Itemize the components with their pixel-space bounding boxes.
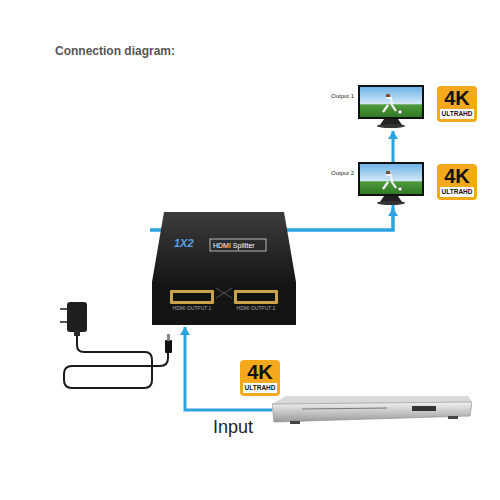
tv-base — [377, 201, 405, 205]
diagram-title: Connection diagram: — [55, 45, 175, 57]
arrow-head — [388, 208, 398, 216]
player-display — [412, 406, 436, 411]
tv-screen — [360, 87, 422, 117]
player-foot — [290, 421, 300, 424]
badge-strip — [440, 109, 474, 119]
ball — [398, 187, 402, 191]
badge-subtext: ULTRAHD — [440, 111, 474, 118]
hdmi-port — [234, 290, 278, 304]
tv-illustration — [358, 162, 428, 208]
source-player: Input — [272, 392, 472, 434]
badge-subtext: ULTRAHD — [243, 385, 277, 392]
player-foot — [448, 416, 458, 419]
badge-strip — [440, 187, 474, 197]
disc-tray — [302, 408, 387, 409]
arrow-head — [388, 131, 398, 139]
player-figure — [383, 98, 396, 112]
hdmi-port-opening — [173, 293, 211, 301]
node-text: 1X2 — [174, 238, 194, 249]
port-label: HDMI OUTPUT 1 — [163, 306, 221, 311]
port-mark — [216, 288, 232, 298]
power-cord — [64, 331, 168, 388]
tv-base — [377, 124, 405, 128]
hdmi-port-opening — [237, 293, 275, 301]
node-text: Output 1 — [331, 93, 354, 99]
badge-background — [437, 164, 477, 200]
player-figure — [383, 175, 396, 189]
dc-plug-tip — [167, 334, 170, 341]
uhd-badge — [437, 86, 477, 122]
uhd-badge — [240, 360, 280, 396]
resolution-badge: 4K — [437, 88, 477, 108]
resolution-badge: 4K — [240, 362, 280, 382]
tv-frame — [358, 162, 424, 196]
tv-illustration — [358, 85, 428, 131]
node-text: Output 2 — [331, 170, 354, 176]
badge-subtext: ULTRAHD — [440, 189, 474, 196]
tv-output: Output 1 — [358, 85, 428, 131]
tv-output: Output 2 — [358, 162, 428, 208]
adapter-body — [67, 302, 87, 332]
node-text: HDMI Splitter — [213, 242, 255, 249]
player-front — [272, 402, 472, 422]
hdmi-splitter: 1X2 HDMI Splitter — [150, 212, 298, 327]
tv-screen — [360, 164, 422, 194]
ball — [398, 110, 402, 114]
resolution-badge: 4K — [437, 166, 477, 186]
dc-plug — [165, 340, 172, 353]
node-text: Input — [213, 418, 253, 436]
uhd-badge — [437, 164, 477, 200]
label-frame — [210, 239, 266, 251]
cord-strain-relief — [74, 330, 80, 336]
player-illustration — [272, 392, 472, 434]
splitter-front — [152, 282, 296, 325]
adapter-prong — [60, 308, 67, 310]
splitter-top — [152, 212, 296, 282]
adapter-prong — [60, 321, 67, 323]
badge-background — [240, 360, 280, 396]
hdmi-port — [170, 290, 214, 304]
badge-strip — [243, 383, 277, 393]
arrow-head — [180, 327, 190, 335]
splitter-illustration — [150, 212, 298, 327]
badge-background — [437, 86, 477, 122]
tv-frame — [358, 85, 424, 119]
port-label: HDMI OUTPUT 2 — [227, 306, 285, 311]
